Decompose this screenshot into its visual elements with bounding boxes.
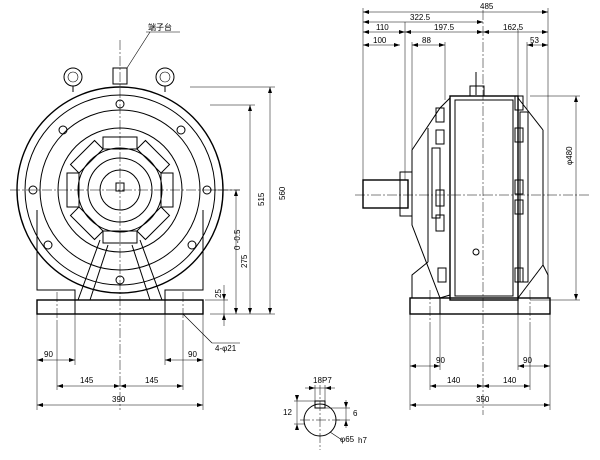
housing-bolt [115,99,125,109]
dim-197-5: 197.5 [434,23,455,32]
housing-bolt [28,185,38,195]
dim-front-145-left: 145 [80,376,94,385]
holes-leader [182,313,213,344]
shaft-section-detail: 18 P7 12 6 φ65 h7 [283,376,367,450]
side-base-plate [409,297,551,315]
dim-side-140-left: 140 [447,376,461,385]
dim-side-90-left: 90 [436,356,445,365]
dim-275: 275 [240,254,249,268]
dim-110: 110 [376,23,389,32]
dia65-leader [329,431,343,441]
housing-bolt [176,125,186,135]
side-output-shaft [362,179,409,209]
dim-88: 88 [422,36,431,45]
hub [87,157,153,223]
inner-housing [39,109,201,271]
dim-front-390: 390 [112,395,126,404]
dim-485: 485 [480,2,494,11]
dim-side-90-right: 90 [523,356,532,365]
dim-dia480: φ480 [565,146,574,165]
dim-6: 6 [353,409,358,418]
housing-bolt [58,125,68,135]
dim-53: 53 [530,36,539,45]
side-drain-plug [472,248,480,256]
dim-key-18: 18 [313,376,322,385]
housing-bolt [187,240,197,250]
reducer-body [449,95,519,301]
terminal-box [112,67,128,85]
dim-12: 12 [283,408,292,417]
front-view: 端子台 [10,22,287,410]
side-bottom-dimensions: 90 90 140 140 350 [409,314,551,410]
dim-side-350: 350 [476,395,490,404]
terminal-box-label: 端子台 [148,22,172,32]
holes-label: 4-φ21 [215,344,237,353]
dim-322-5: 322.5 [410,13,431,22]
dim-25: 25 [214,289,223,298]
front-horizontal-dimensions: 90 90 145 145 390 [36,314,204,410]
side-top-dimensions: 485 322.5 110 197.5 162.5 100 88 53 [362,2,549,298]
dim-side-140-right: 140 [503,376,517,385]
dim-162-5: 162.5 [503,23,524,32]
housing-bolt [43,240,53,250]
dim-dia65: φ65 [340,435,355,444]
left-lifting-eye [63,67,83,87]
dim-front-90-left: 90 [44,350,53,359]
front-base-plate [36,299,204,315]
dim-515: 515 [257,192,266,206]
bearing-cover [77,147,163,233]
dim-560: 560 [278,186,287,200]
front-vertical-dimensions: 560 515 275 0 -0.5 25 [190,86,287,326]
housing-bolt [115,275,125,285]
end-cover [57,127,183,253]
dim-100: 100 [373,36,387,45]
shaft-keyway [115,182,125,192]
side-view: φ480 485 322.5 110 197.5 162.5 [355,2,590,415]
dim-front-90-right: 90 [188,350,197,359]
dim-275-tolerance: 0 -0.5 [233,229,242,250]
dim-dia65-tolerance: h7 [358,436,367,445]
right-lifting-eye [155,67,175,87]
shaft-end [99,169,141,211]
dim-front-145-right: 145 [145,376,159,385]
dim-key-18-tolerance: P7 [322,376,332,385]
side-bolts [435,95,524,283]
